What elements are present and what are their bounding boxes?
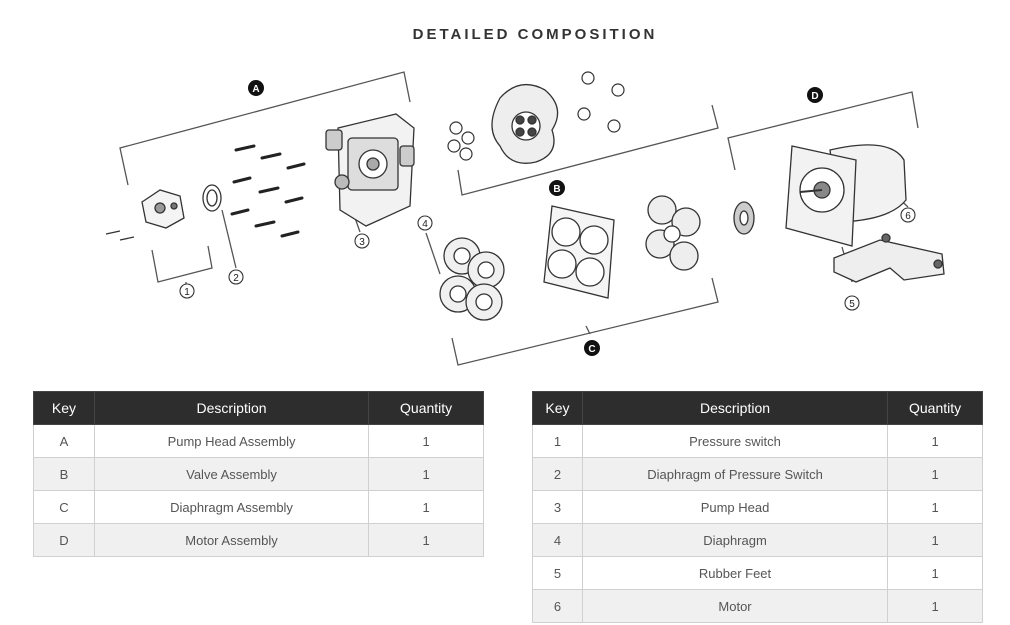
bracket-b [457,104,719,196]
cell-key: B [33,457,95,491]
cell-quantity: 1 [368,424,484,458]
cell-key: 5 [532,556,583,590]
cell-quantity: 1 [887,457,983,491]
bracket-d [727,91,919,171]
cell-quantity: 1 [887,490,983,524]
cell-quantity: 1 [887,523,983,557]
header-key: Key [532,391,583,425]
exploded-pump-diagram: A B C D 1 2 3 4 5 6 [0,50,1010,370]
header-description: Description [581,391,889,425]
callout-2: 2 [228,269,244,285]
valve-rings-small [447,71,625,161]
cell-description: Pressure switch [581,424,889,458]
table-row: 6 Motor 1 [532,589,983,623]
cell-key: 3 [532,490,583,524]
motor-part [785,144,907,247]
table-row: A Pump Head Assembly 1 [33,424,484,458]
table-header-row: Key Description Quantity [33,391,484,425]
svg-text:1: 1 [184,287,190,298]
cell-key: A [33,424,95,458]
table-row: 3 Pump Head 1 [532,490,983,524]
group-d-badge: D [807,87,823,103]
cell-description: Motor Assembly [93,523,370,557]
assembly-table: Key Description Quantity A Pump Head Ass… [33,391,484,557]
exploded-view-svg: A B C D 1 2 3 4 5 6 [105,71,945,366]
cell-description: Pump Head [581,490,889,524]
table-row: 4 Diaphragm 1 [532,523,983,557]
table-row: 1 Pressure switch 1 [532,424,983,458]
group-b-badge: B [549,180,565,196]
cell-quantity: 1 [368,490,484,524]
header-description: Description [93,391,370,425]
header-quantity: Quantity [887,391,983,425]
switch-diaphragm-part [202,184,222,212]
callout-4: 4 [417,215,433,231]
pump-head-part [325,113,415,227]
cam-bearing-part [645,195,701,271]
header-key: Key [33,391,95,425]
cell-quantity: 1 [368,523,484,557]
callout-3: 3 [354,233,370,249]
table-row: C Diaphragm Assembly 1 [33,490,484,524]
bracket-c [451,277,719,366]
bracket-a [119,71,411,186]
cell-key: 1 [532,424,583,458]
cell-description: Diaphragm of Pressure Switch [581,457,889,491]
cell-quantity: 1 [887,556,983,590]
group-c-badge: C [584,340,600,356]
cell-description: Motor [581,589,889,623]
table-row: B Valve Assembly 1 [33,457,484,491]
valve-assembly-part [491,83,559,164]
table-row: 5 Rubber Feet 1 [532,556,983,590]
cell-quantity: 1 [887,589,983,623]
table-row: D Motor Assembly 1 [33,523,484,557]
cell-description: Rubber Feet [581,556,889,590]
cell-description: Diaphragm Assembly [93,490,370,524]
svg-text:3: 3 [359,237,365,248]
cell-key: 4 [532,523,583,557]
cell-description: Diaphragm [581,523,889,557]
svg-text:B: B [553,184,560,195]
callout-6: 6 [900,207,916,223]
cell-description: Valve Assembly [93,457,370,491]
cell-quantity: 1 [887,424,983,458]
svg-text:D: D [811,91,818,102]
cell-quantity: 1 [368,457,484,491]
svg-text:2: 2 [233,273,239,284]
callout-5: 5 [844,295,860,311]
cell-key: 6 [532,589,583,623]
table-row: 2 Diaphragm of Pressure Switch 1 [532,457,983,491]
rubber-feet-part [833,233,945,283]
diaphragm-plate-part [543,205,615,299]
group-a-badge: A [248,80,264,96]
callout-1: 1 [179,283,195,299]
parts-table: Key Description Quantity 1 Pressure swit… [532,391,983,623]
bracket-part-1 [151,245,213,283]
cell-key: C [33,490,95,524]
svg-text:A: A [252,84,259,95]
cell-key: 2 [532,457,583,491]
screws [230,144,306,238]
cell-description: Pump Head Assembly [93,424,370,458]
svg-text:5: 5 [849,299,855,310]
diaphragm-part [439,237,505,321]
header-quantity: Quantity [368,391,484,425]
table-header-row: Key Description Quantity [532,391,983,425]
svg-text:6: 6 [905,211,911,222]
pressure-switch-part [105,189,185,241]
cell-key: D [33,523,95,557]
svg-text:4: 4 [422,219,428,230]
bearing-part [733,201,755,235]
svg-text:C: C [588,344,595,355]
page-title: DETAILED COMPOSITION [412,26,658,43]
